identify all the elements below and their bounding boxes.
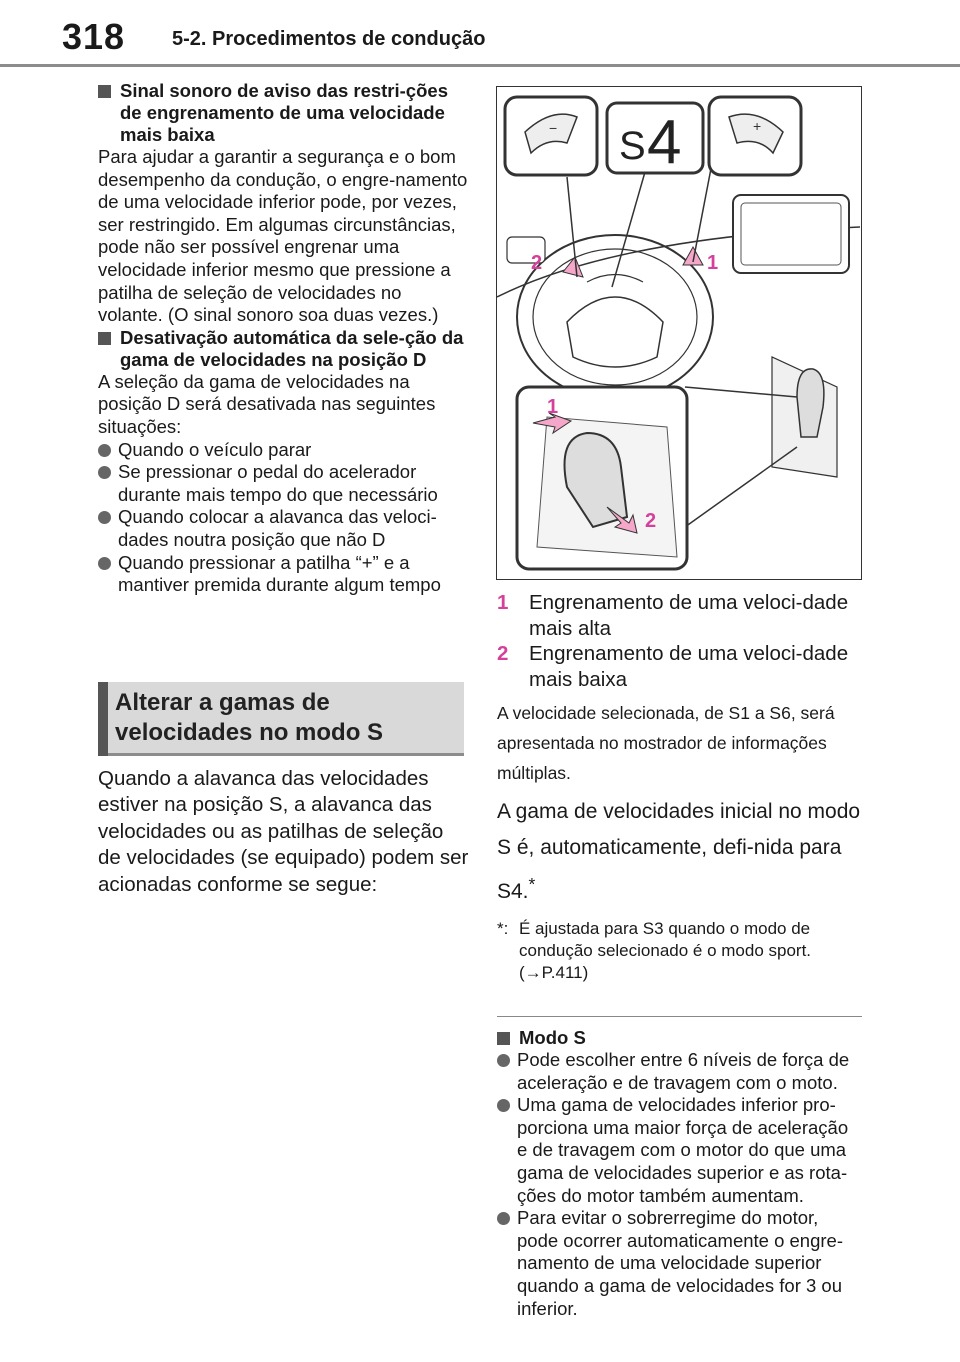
circle-bullet-icon xyxy=(98,466,111,480)
callout-1-wheel: 1 xyxy=(707,252,718,274)
subsection-title-warning: Sinal sonoro de aviso das restri-ções de… xyxy=(98,80,468,146)
square-bullet-icon xyxy=(98,85,111,98)
footnote: *: É ajustada para S3 quando o modo de c… xyxy=(497,919,812,982)
heading-accent-bar xyxy=(98,682,108,756)
callout-2-wheel: 2 xyxy=(531,252,542,274)
circle-bullet-icon xyxy=(98,556,111,570)
section-heading-box: Alterar a gamas de velocidades no modo S xyxy=(98,682,464,756)
cockpit-drawing: − S 4 + 2 1 1 2 xyxy=(497,95,860,571)
list-item: Para evitar o sobrerregime do motor, pod… xyxy=(497,1207,862,1320)
left-column: Sinal sonoro de aviso das restri-ções de… xyxy=(98,80,468,597)
list-item: Uma gama de velocidades inferior pro-por… xyxy=(497,1094,862,1207)
subsection-title-mode-s: Modo S xyxy=(497,1027,862,1049)
svg-text:+: + xyxy=(753,118,761,134)
page-header: 318 5-2. Procedimentos de condução xyxy=(0,0,960,67)
deactivation-paragraph: A seleção da gama de velocidades na posi… xyxy=(98,370,436,437)
list-item: Quando o veículo parar xyxy=(98,439,468,462)
infotainment-screen xyxy=(732,194,850,274)
list-item: Quando colocar a alavanca das veloci-dad… xyxy=(98,506,468,551)
circle-bullet-icon xyxy=(98,443,111,457)
list-item: Quando pressionar a patilha “+” e a mant… xyxy=(98,552,468,597)
display-gear-number: 4 xyxy=(647,108,681,177)
callout-1-lever: 1 xyxy=(547,396,558,418)
square-bullet-icon xyxy=(497,1032,510,1045)
square-bullet-icon xyxy=(98,331,111,345)
circle-bullet-icon xyxy=(98,511,111,525)
svg-text:−: − xyxy=(549,120,557,136)
display-s-letter: S xyxy=(619,124,646,168)
legend-item: 1 Engrenamento de uma veloci-dade mais a… xyxy=(497,591,849,640)
intro-paragraph: Quando a alavanca das velocidades estive… xyxy=(98,767,469,896)
list-item: Pode escolher entre 6 níveis de força de… xyxy=(497,1049,862,1094)
legend-number: 2 xyxy=(497,642,509,665)
warning-paragraph: Para ajudar a garantir a segurança e o b… xyxy=(98,146,468,326)
page-number: 318 xyxy=(62,16,126,57)
legend-item: 2 Engrenamento de uma veloci-dade mais b… xyxy=(497,642,849,691)
divider xyxy=(497,1016,862,1017)
header-divider xyxy=(0,64,960,67)
list-item: Se pressionar o pedal do acelerador dura… xyxy=(98,461,468,506)
section-title: 5-2. Procedimentos de condução xyxy=(172,28,486,50)
subsection-title-deactivation: Desativação automática da sele-ção da ga… xyxy=(98,327,468,371)
legend-number: 1 xyxy=(497,591,509,614)
right-column: 1 Engrenamento de uma veloci-dade mais a… xyxy=(497,590,862,1320)
circle-bullet-icon xyxy=(497,1099,510,1113)
callout-2-lever: 2 xyxy=(645,510,656,532)
section-heading: Alterar a gamas de velocidades no modo S xyxy=(115,689,384,746)
selected-gear-paragraph: A velocidade selecionada, de S1 a S6, se… xyxy=(497,703,835,783)
circle-bullet-icon xyxy=(497,1212,510,1226)
initial-gear-paragraph: A gama de velocidades inicial no modo S … xyxy=(497,800,861,903)
circle-bullet-icon xyxy=(497,1054,510,1067)
gear-shift-illustration: − S 4 + 2 1 1 2 xyxy=(496,86,862,580)
gear-display-inset xyxy=(605,101,705,175)
